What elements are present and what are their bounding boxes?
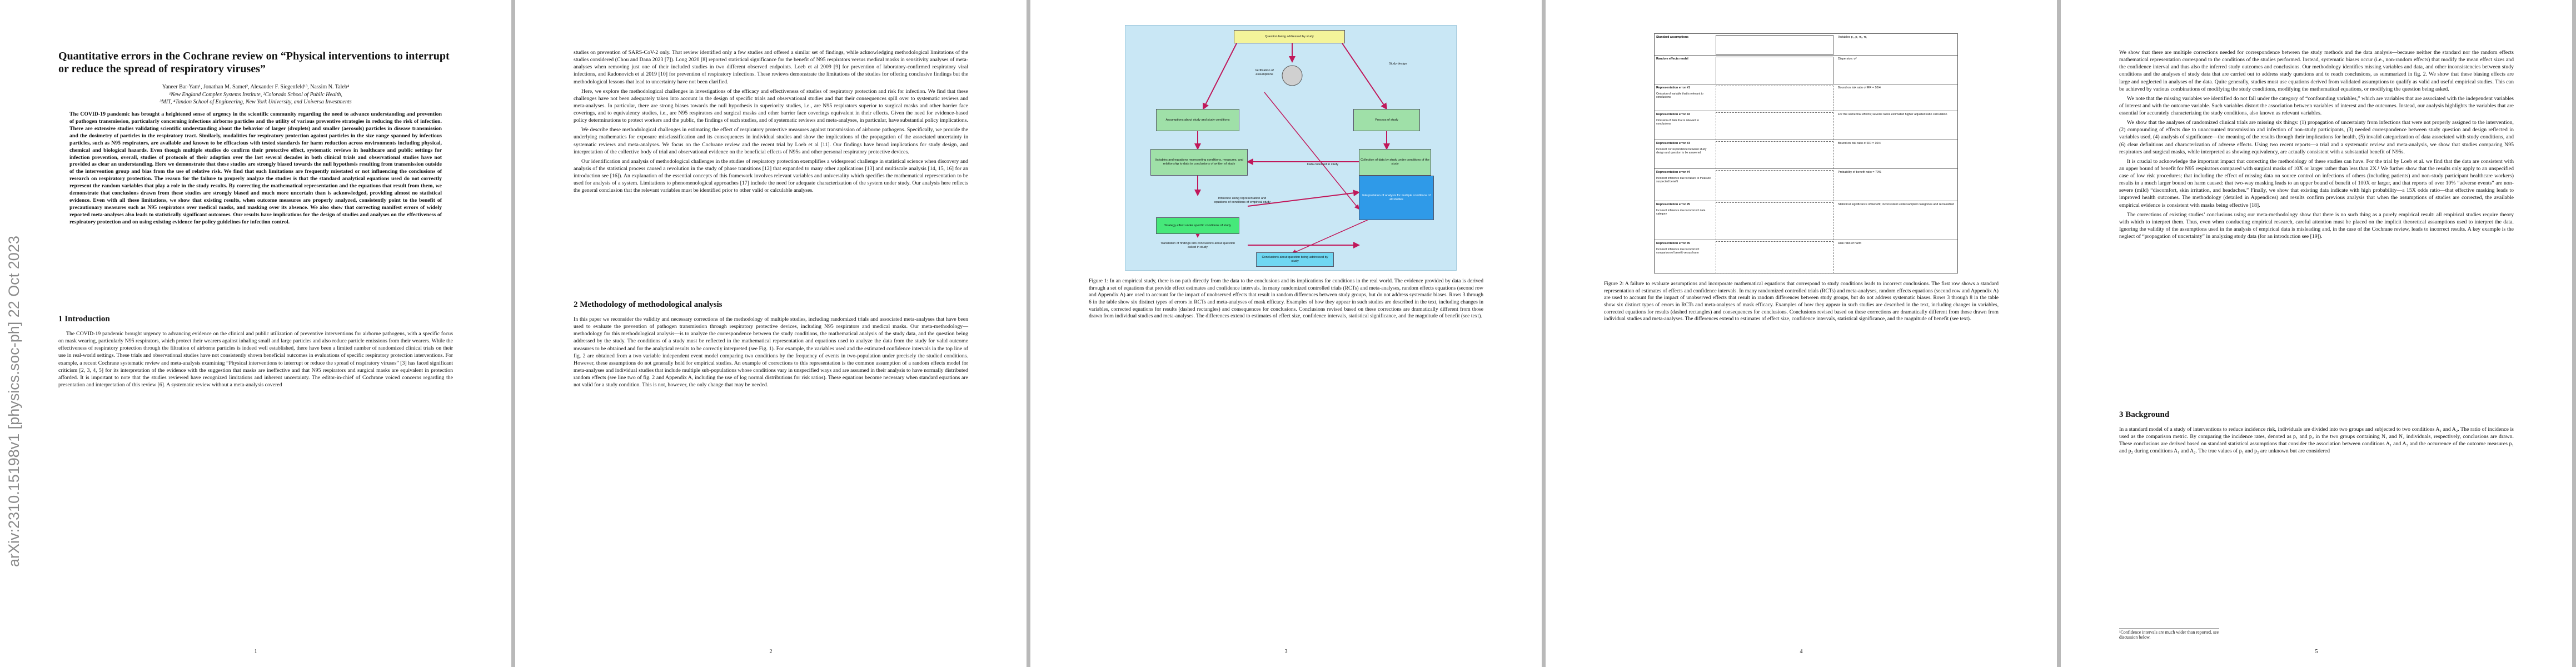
equation-box [1716, 86, 1833, 111]
paragraph: In a standard model of a study of interv… [2119, 426, 2514, 455]
paragraph: It is crucial to acknowledge the importa… [2119, 158, 2514, 208]
paragraph: In this paper we reconsider the validity… [574, 316, 968, 389]
section-heading-methodology: 2 Methodology of methodological analysis [574, 300, 723, 309]
table-row: Representation error #6 Incorrect infere… [1655, 240, 1957, 273]
table-row: Random effects model Dispersion: σ² [1655, 55, 1957, 84]
table-row: Representation error #3 Incorrect corres… [1655, 140, 1957, 169]
flow-data-collected-label: Data collected in study [1307, 162, 1339, 166]
equation-box [1716, 170, 1833, 201]
paragraph: We show that the analyses of randomized … [2119, 120, 2514, 155]
figure-1-caption: Figure 1: In an empirical study, there i… [1089, 278, 1483, 320]
page-3: Question being addressed by study Verifi… [1030, 0, 1542, 667]
page2-text-bottom: In this paper we reconsider the validity… [574, 316, 968, 391]
page5-text-top: We show that there are multiple correcti… [2119, 49, 2514, 242]
author-block: Yaneer Bar-Yam¹, Jonathan M. Samet², Ale… [58, 83, 453, 106]
figure-1-flowchart: Question being addressed by study Verifi… [1125, 25, 1457, 271]
equation-box [1716, 57, 1833, 84]
introduction-text: The COVID-19 pandemic brought urgency to… [58, 330, 453, 391]
flow-collection-box: Collection of data by study under condit… [1359, 149, 1431, 176]
paragraph: The COVID-19 pandemic brought urgency to… [58, 331, 453, 388]
table-row: Representation error #2 Omission of data… [1655, 111, 1957, 140]
affiliation-1: ¹New England Complex Systems Institute, … [169, 91, 342, 98]
paragraph: studies on prevention of SARS-CoV-2 only… [574, 49, 968, 85]
flow-interpretation-box: Interpretation of analysis for multiple … [1359, 176, 1434, 220]
paragraph: Here, we explore the methodological chal… [574, 88, 968, 124]
figure-2-table: Standard assumptions Variables p₁, p₂ π₁… [1654, 33, 1958, 273]
flow-variables-box: Variables and equations representing con… [1150, 149, 1248, 176]
table-row: Representation error #1 Omission of vari… [1655, 84, 1957, 111]
page-5: We show that there are multiple correcti… [2061, 0, 2572, 667]
flow-strategy-box: Strategy effect under specific condition… [1156, 217, 1239, 234]
figure-2-caption: Figure 2: A failure to evaluate assumpti… [1604, 281, 1999, 322]
table-row: Representation error #5 Incorrect infere… [1655, 201, 1957, 240]
equation-box [1716, 141, 1833, 169]
paragraph: We show that there are multiple correcti… [2119, 49, 2514, 92]
page-number: 3 [1284, 649, 1288, 655]
equation-box [1716, 112, 1833, 140]
affiliation-2: ³MIT, ⁴Tandon School of Engineering, New… [160, 99, 352, 105]
page-number: 5 [2315, 649, 2318, 655]
flow-question-box: Question being addressed by study [1234, 30, 1345, 43]
flow-verification-label: Verification of assumptions [1255, 69, 1274, 76]
paragraph: We note that the missing variables we id… [2119, 95, 2514, 116]
equation-box [1716, 202, 1833, 240]
flow-assumptions-box: Assumptions about study and study condit… [1156, 109, 1239, 131]
equation-box [1716, 241, 1833, 273]
page-2: studies on prevention of SARS-CoV-2 only… [515, 0, 1027, 667]
flow-study-design-label: Study design [1388, 62, 1407, 66]
flow-process-box: Process of study [1353, 109, 1420, 131]
page-number: 1 [254, 649, 257, 655]
paragraph: Our identification and analysis of metho… [574, 158, 968, 194]
table-row: Representation error #4 Incorrect infere… [1655, 168, 1957, 201]
paragraph: The corrections of existing studies’ con… [2119, 211, 2514, 240]
page-1: arXiv:2310.15198v1 [physics.soc-ph] 22 O… [0, 0, 511, 667]
section-heading-background: 3 Background [2119, 410, 2170, 419]
arxiv-id-sidebar: arXiv:2310.15198v1 [physics.soc-ph] 22 O… [6, 236, 22, 567]
flow-translation-label: Translation of findings into conclusions… [1160, 242, 1235, 249]
paragraph: We describe these methodological challen… [574, 127, 968, 155]
page2-text-top: studies on prevention of SARS-CoV-2 only… [574, 49, 968, 196]
footnote: ¹Confidence intervals are much wider tha… [2119, 628, 2219, 640]
page-number: 4 [1800, 649, 1803, 655]
flow-conclusions-box: Conclusions about question being address… [1256, 252, 1334, 267]
equation-box [1716, 35, 1833, 55]
page5-text-bottom: In a standard model of a study of interv… [2119, 426, 2514, 457]
abstract: The COVID-19 pandemic has brought a heig… [69, 111, 442, 225]
page-4: Standard assumptions Variables p₁, p₂ π₁… [1546, 0, 2057, 667]
section-heading-introduction: 1 Introduction [58, 315, 110, 323]
paper-title: Quantitative errors in the Cochrane revi… [58, 50, 450, 75]
page-number: 2 [769, 649, 773, 655]
table-row: Standard assumptions Variables p₁, p₂ π₁… [1655, 34, 1957, 55]
flow-inference-label: Inference using representation and equat… [1213, 197, 1271, 204]
authors: Yaneer Bar-Yam¹, Jonathan M. Samet², Ale… [162, 84, 350, 90]
